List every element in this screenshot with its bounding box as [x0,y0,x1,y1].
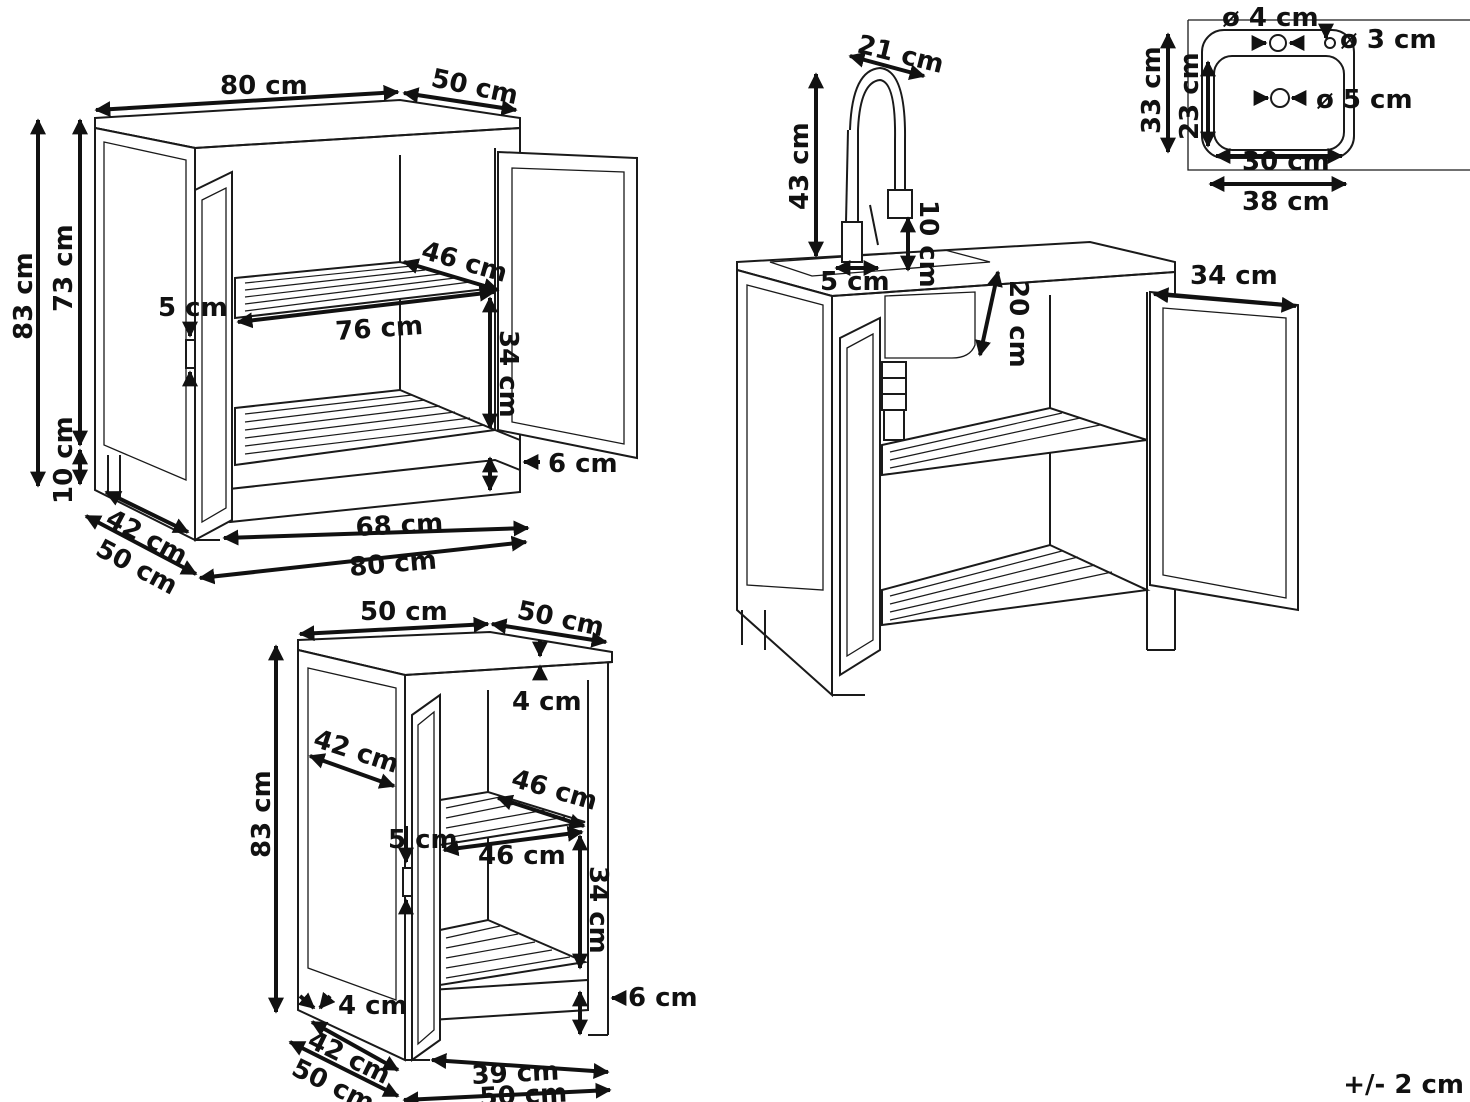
label-dc-handle: 5 cm [158,293,228,323]
label-dc-width-top: 80 cm [220,71,308,101]
label-dc-shelf-gap: 34 cm [493,330,523,418]
label-st-hole-faucet: ø 4 cm [1222,3,1319,33]
label-st-hole-small: ø 3 cm [1340,25,1437,55]
label-dc-height-body: 73 cm [49,224,79,312]
label-s-top-thickness: 4 cm [512,687,582,717]
label-dc-outer-width: 80 cm [348,545,438,583]
label-s-leg: 4 cm [338,991,408,1021]
label-s-height-total: 83 cm [247,770,277,858]
label-s-plinth: 6 cm [628,983,698,1013]
dimension-arrows [30,23,1348,1102]
tolerance-note: +/- 2 cm [1343,1070,1464,1100]
label-sc-basin-depth: 20 cm [1003,280,1033,368]
label-st-drain: ø 5 cm [1316,85,1413,115]
label-dc-shelf-width: 76 cm [334,311,424,347]
label-st-outer-width: 38 cm [1242,187,1330,217]
lower-shelf-slats [244,394,486,455]
label-dc-inner-width: 68 cm [355,508,444,543]
label-sc-spout-height: 10 cm [913,200,943,288]
label-dc-height-total: 83 cm [9,252,39,340]
sink-lower-shelf-slats [889,550,1113,621]
label-sc-door-width: 34 cm [1190,261,1278,291]
label-st-outer-height: 33 cm [1137,46,1167,134]
faucet-drawing [841,66,913,263]
label-dc-leg-height: 10 cm [49,416,79,504]
label-s-inner-width: 39 cm [471,1056,560,1091]
label-sc-sink-offset: 5 cm [820,267,890,297]
label-st-inner-height: 23 cm [1175,52,1205,140]
single-lower-shelf-slats [445,925,571,979]
label-s-outer-width: 50 cm [479,1078,568,1102]
label-dc-plinth: 6 cm [548,449,618,479]
label-s-shelf-width: 46 cm [478,841,566,871]
label-s-width-top: 50 cm [360,597,448,627]
label-sc-faucet-height: 43 cm [785,122,815,210]
label-s-handle: 5 cm [388,825,458,855]
label-st-inner-width: 30 cm [1242,147,1330,177]
label-s-shelf-gap: 34 cm [583,866,613,954]
sink-cabinet-drawing [736,66,1299,698]
sink-upper-shelf-slats [889,412,1101,469]
